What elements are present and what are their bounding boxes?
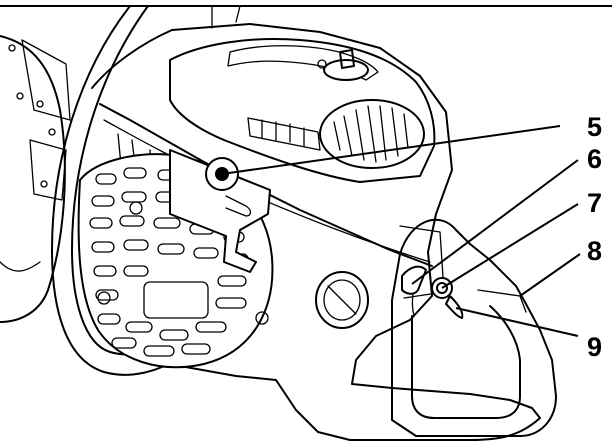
- rear-handle: [391, 218, 557, 437]
- callout-label-8: 8: [587, 236, 602, 266]
- callout-label-7: 7: [587, 188, 602, 218]
- stop-switch: [401, 265, 427, 295]
- fuel-cap: [315, 271, 369, 329]
- leader-9: [455, 307, 579, 337]
- callout-label-9: 9: [587, 332, 602, 362]
- leader-6: [411, 159, 579, 285]
- callout-leaders: [221, 125, 581, 337]
- leader-8: [519, 253, 581, 297]
- callout-label-5: 5: [587, 112, 602, 142]
- leader-7: [441, 203, 579, 289]
- callout-label-6: 6: [587, 144, 602, 174]
- throttle-trigger: [445, 295, 464, 319]
- leader-5: [221, 125, 561, 175]
- starter-handle: [169, 149, 271, 273]
- blade-guard: [0, 35, 71, 323]
